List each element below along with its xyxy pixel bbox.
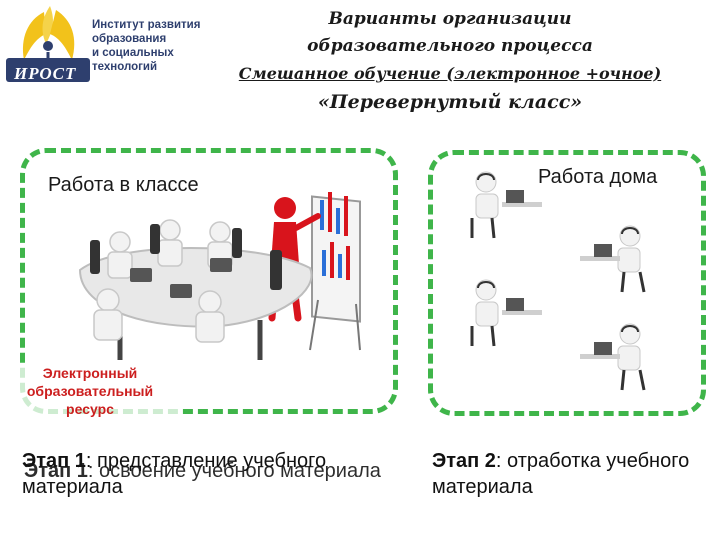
electronic-resource-label: Электронный образовательный ресурс [0, 364, 180, 418]
logo-text: Институт развития образования и социальн… [92, 18, 212, 74]
logo-abbr: ИРОСТ [14, 64, 77, 83]
logo-line-1: Институт развития [92, 19, 201, 31]
stage-1b-label: Этап 1 [24, 460, 88, 482]
stage-1b-text: : освоение учебного материала [87, 460, 381, 482]
wings-logo-icon [22, 6, 75, 64]
institute-logo: ИРОСТ Институт развития образования и со… [6, 4, 206, 84]
logo-line-4: технологий [92, 61, 158, 73]
title-line-2: образовательного процесса [307, 36, 593, 56]
resource-line-3: ресурс [66, 401, 114, 417]
home-work-frame [428, 150, 706, 416]
resource-line-2: образовательный [26, 383, 154, 399]
resource-line-1: Электронный [42, 365, 138, 381]
stage-1-text: : представление учебного материала [22, 450, 327, 498]
logo-band [6, 58, 90, 82]
presentation-board-icon [309, 192, 361, 351]
laptop-icon [130, 258, 232, 298]
home-worker-icon [580, 323, 646, 391]
classroom-caption: Работа в классе [48, 174, 199, 196]
home-caption: Работа дома [538, 166, 658, 188]
classroom-illustration [78, 192, 361, 360]
logo-line-3: и социальных [92, 47, 174, 59]
title-line-3: Смешанное обучение (электронное +очное) [238, 64, 662, 83]
classroom-frame [20, 148, 398, 414]
home-worker-icon [470, 279, 542, 347]
home-worker-icon [470, 171, 542, 239]
chairs-icon [90, 224, 282, 290]
stage-1-presentation: Этап 1: представление учебного материала [22, 448, 402, 500]
title-line-4: «Перевернутый класс» [317, 91, 583, 113]
stage-1-label: Этап 1 [22, 450, 86, 472]
home-worker-icon [580, 225, 646, 293]
stage-2-practice: Этап 2: отработка учебного материала [432, 448, 712, 500]
stage-1-mastering: Этап 1: освоение учебного материала [24, 458, 404, 484]
seated-people-icon [93, 219, 233, 343]
title-line-1: Варианты организации [328, 9, 572, 29]
slide-title: Варианты организации образовательного пр… [190, 6, 710, 117]
stage-2-label: Этап 2 [432, 450, 496, 472]
stage-2-text: : отработка учебного материала [432, 450, 690, 498]
logo-line-2: образования [92, 33, 167, 45]
